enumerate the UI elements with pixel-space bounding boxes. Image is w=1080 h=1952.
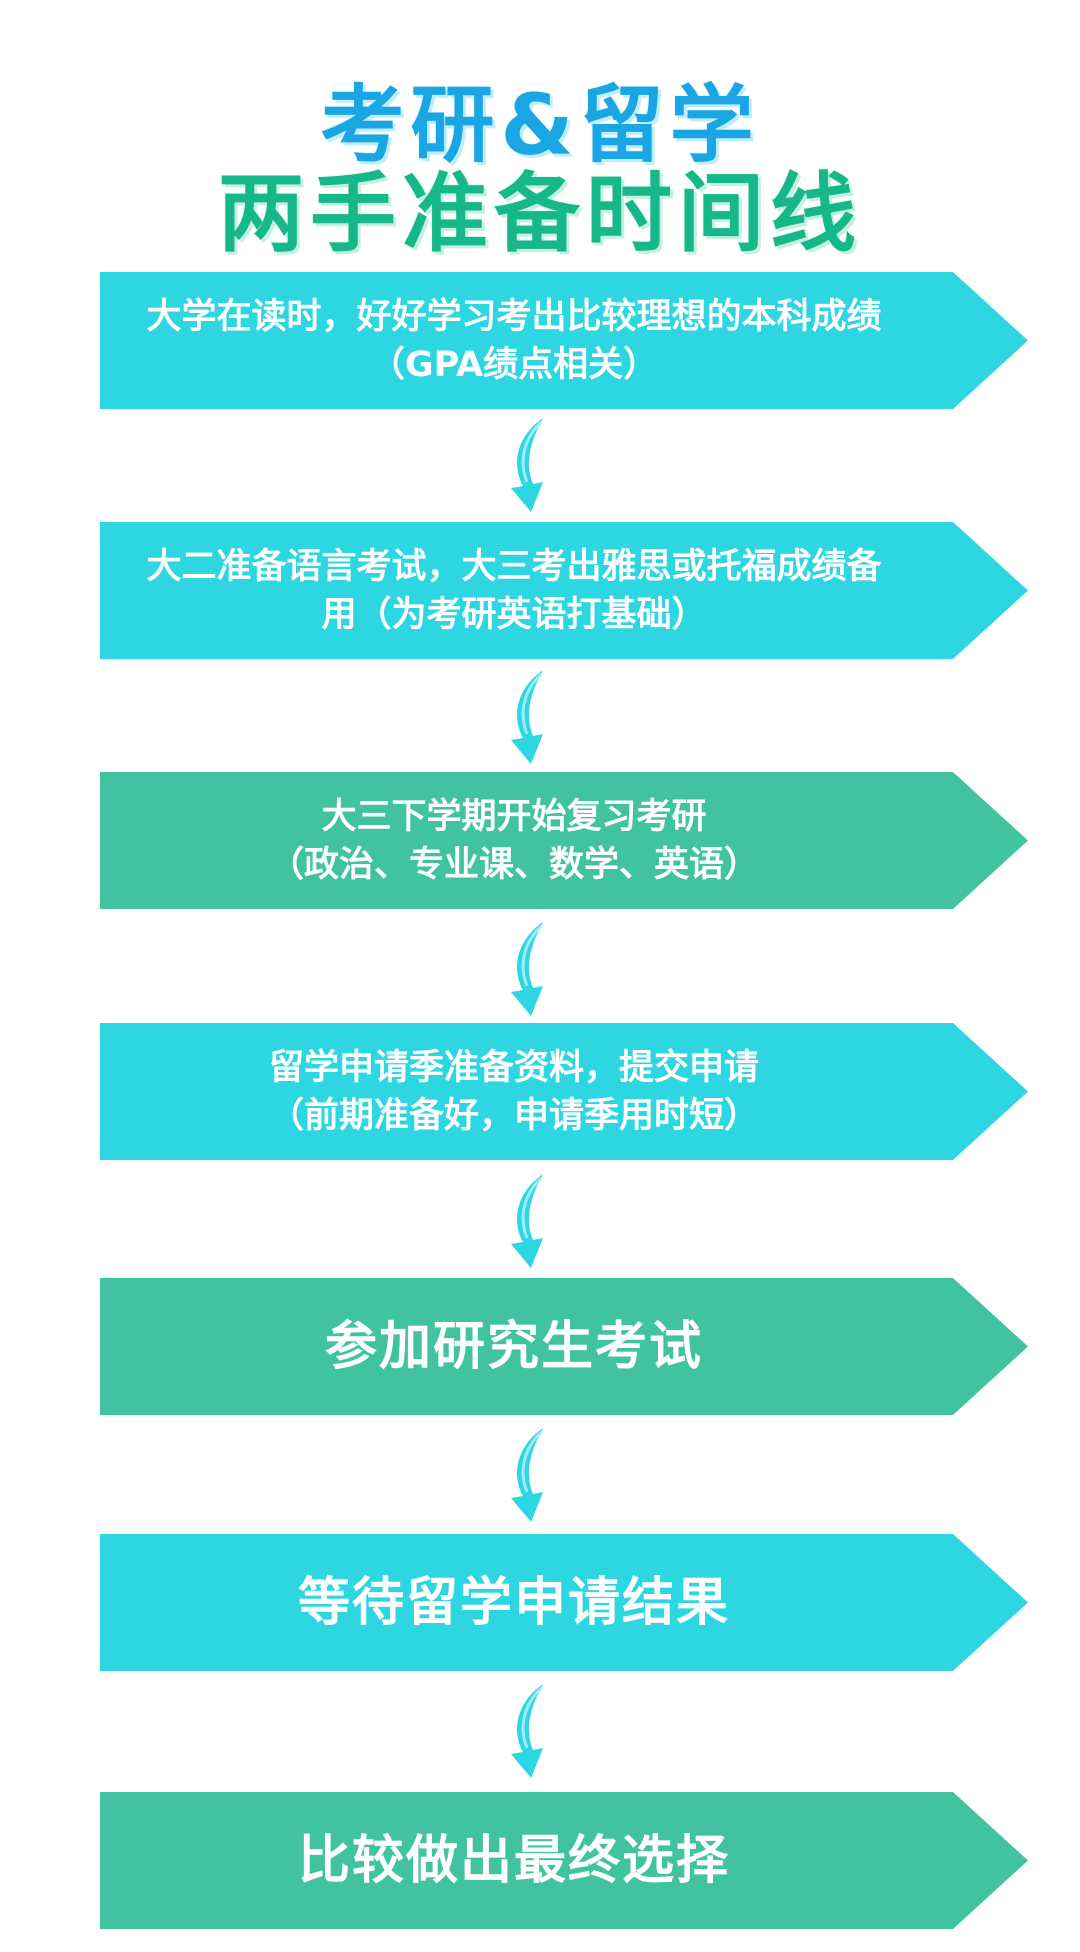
step-2-line-2: 用（为考研英语打基础）: [321, 594, 707, 635]
timeline-step-7: 比较做出最终选择: [100, 1792, 1028, 1929]
timeline-step-1: 大学在读时，好好学习考出比较理想的本科成绩 （GPA绩点相关）: [100, 272, 1028, 409]
curved-down-arrow-icon: [511, 1428, 543, 1522]
step-6-line-1: 等待留学申请结果: [297, 1572, 730, 1633]
page-title-line1: 考研&留学: [320, 76, 760, 174]
step-1-line-2: （GPA绩点相关）: [369, 344, 659, 385]
curved-down-arrow-icon: [511, 418, 543, 512]
step-4-line-1: 留学申请季准备资料，提交申请: [268, 1047, 759, 1088]
curved-down-arrow-icon: [511, 1684, 543, 1778]
step-4-line-2: （前期准备好，申请季用时短）: [268, 1095, 759, 1136]
page-title-line2: 两手准备时间线: [218, 164, 862, 264]
curved-down-arrow-icon: [511, 1174, 543, 1268]
step-5-line-1: 参加研究生考试: [324, 1316, 703, 1377]
step-7-line-1: 比较做出最终选择: [297, 1830, 730, 1891]
step-3-line-2: （政治、专业课、数学、英语）: [268, 844, 759, 885]
step-1-line-1: 大学在读时，好好学习考出比较理想的本科成绩: [146, 296, 882, 337]
step-3-line-1: 大三下学期开始复习考研: [321, 796, 707, 837]
timeline-step-6: 等待留学申请结果: [100, 1534, 1028, 1671]
curved-down-arrow-icon: [511, 670, 543, 764]
timeline-step-4: 留学申请季准备资料，提交申请 （前期准备好，申请季用时短）: [100, 1023, 1028, 1160]
timeline-step-5: 参加研究生考试: [100, 1278, 1028, 1415]
timeline-step-2: 大二准备语言考试，大三考出雅思或托福成绩备 用（为考研英语打基础）: [100, 522, 1028, 659]
curved-down-arrow-icon: [511, 922, 543, 1016]
step-2-line-1: 大二准备语言考试，大三考出雅思或托福成绩备: [146, 546, 882, 587]
timeline-step-3: 大三下学期开始复习考研 （政治、专业课、数学、英语）: [100, 772, 1028, 909]
